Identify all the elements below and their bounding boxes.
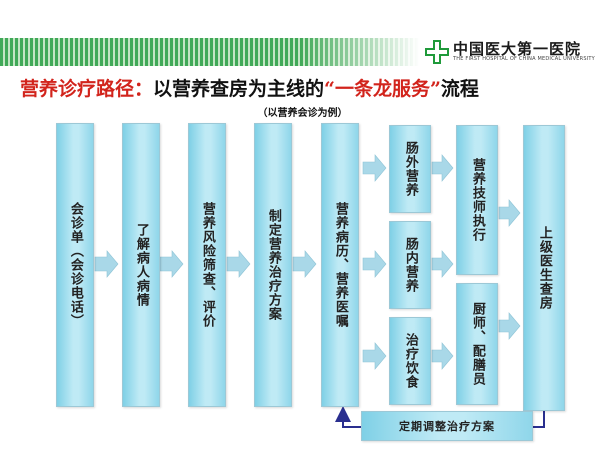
branch-diet-label: 治疗饮食	[402, 333, 418, 389]
arrow-diet-chef	[431, 342, 454, 370]
header-logo-background	[420, 38, 605, 66]
arrow-technician-final	[498, 199, 521, 227]
executor-technician: 营养技师执行	[456, 125, 498, 275]
arrow-screen-plan	[226, 250, 251, 278]
title-part-1: 营养诊疗路径：	[20, 78, 154, 100]
hospital-name-english: THE FIRST HOSPITAL OF CHINA MEDICAL UNIV…	[453, 56, 595, 62]
step-plan-label: 制定营养治疗方案	[265, 209, 281, 321]
title-part-4: 流程	[440, 78, 479, 100]
step-record-label: 营养病历、营养医嘱	[332, 202, 348, 328]
page-title: 营养诊疗路径：以营养查房为主线的“一条龙服务”流程	[20, 74, 600, 101]
final-rounds-label: 上级医生查房	[536, 226, 552, 310]
step-understand: 了解病人病情	[122, 123, 160, 407]
title-part-3: “一条龙服务”	[324, 78, 441, 100]
branch-enteral-in: 肠内营养	[389, 221, 431, 309]
step-understand-label: 了解病人病情	[133, 223, 149, 307]
step-screen-label: 营养风险筛查、评价	[199, 202, 215, 328]
arrow-chef-final	[498, 312, 521, 340]
arrow-record-enteral-out	[362, 154, 387, 182]
branch-diet: 治疗饮食	[389, 317, 431, 405]
executor-technician-label: 营养技师执行	[469, 158, 485, 242]
branch-enteral-out-label: 肠外营养	[402, 141, 418, 197]
step-record: 营养病历、营养医嘱	[321, 123, 359, 407]
header-stripes-fade	[300, 38, 420, 66]
title-part-2: 以营养查房为主线的	[153, 78, 325, 100]
step-screen: 营养风险筛查、评价	[188, 123, 226, 407]
arrow-enteral-in-technician	[431, 250, 454, 278]
branch-enteral-in-label: 肠内营养	[402, 237, 418, 293]
step-plan: 制定营养治疗方案	[254, 123, 292, 407]
hospital-logo: 中国医大第一医院 THE FIRST HOSPITAL OF CHINA MED…	[425, 36, 600, 68]
hospital-name: 中国医大第一医院	[453, 40, 582, 58]
arrow-consult-understand	[94, 250, 119, 278]
arrow-record-diet	[362, 342, 387, 370]
executor-chef-label: 厨师、配膳员	[469, 302, 485, 386]
step-consult-label: 会诊单（会诊电话）	[67, 202, 83, 328]
feedback-box: 定期调整治疗方案	[361, 411, 533, 441]
feedback-label: 定期调整治疗方案	[399, 420, 495, 433]
step-consult: 会诊单（会诊电话）	[56, 123, 94, 407]
cross-icon	[425, 40, 449, 64]
branch-enteral-out: 肠外营养	[389, 125, 431, 213]
arrow-record-enteral-in	[362, 250, 387, 278]
arrow-understand-screen	[159, 250, 184, 278]
final-rounds: 上级医生查房	[523, 125, 565, 411]
arrow-enteral-out-technician	[431, 154, 454, 182]
arrow-plan-record	[292, 250, 317, 278]
page-subtitle: （以营养会诊为例）	[257, 108, 348, 119]
executor-chef: 厨师、配膳员	[456, 283, 498, 405]
